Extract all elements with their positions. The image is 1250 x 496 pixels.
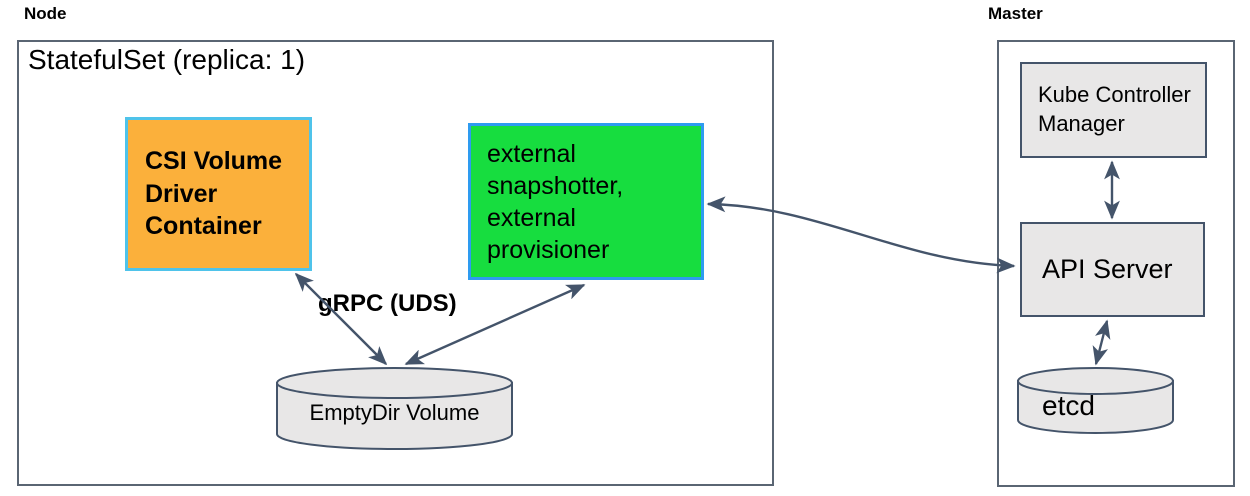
kube-controller-manager-box: Kube Controller Manager: [1020, 62, 1207, 158]
api-server-box: API Server: [1020, 222, 1205, 317]
kube-controller-manager-label: Kube Controller Manager: [1038, 82, 1191, 136]
csi-volume-driver-label: CSI Volume Driver Container: [145, 147, 283, 241]
csi-volume-driver-box: CSI Volume Driver Container: [125, 117, 312, 271]
api-server-label: API Server: [1042, 254, 1173, 284]
emptydir-volume-label: EmptyDir Volume: [309, 400, 480, 425]
sidecar-containers-label: external snapshotter, external provision…: [487, 139, 624, 264]
sidecar-containers-box: external snapshotter, external provision…: [468, 123, 704, 280]
master-frame-label: Master: [988, 4, 1043, 23]
grpc-uds-label: gRPC (UDS): [318, 290, 457, 317]
etcd-label: etcd: [1042, 390, 1095, 421]
node-frame-label: Node: [24, 4, 67, 23]
statefulset-title: StatefulSet (replica: 1): [28, 44, 306, 75]
